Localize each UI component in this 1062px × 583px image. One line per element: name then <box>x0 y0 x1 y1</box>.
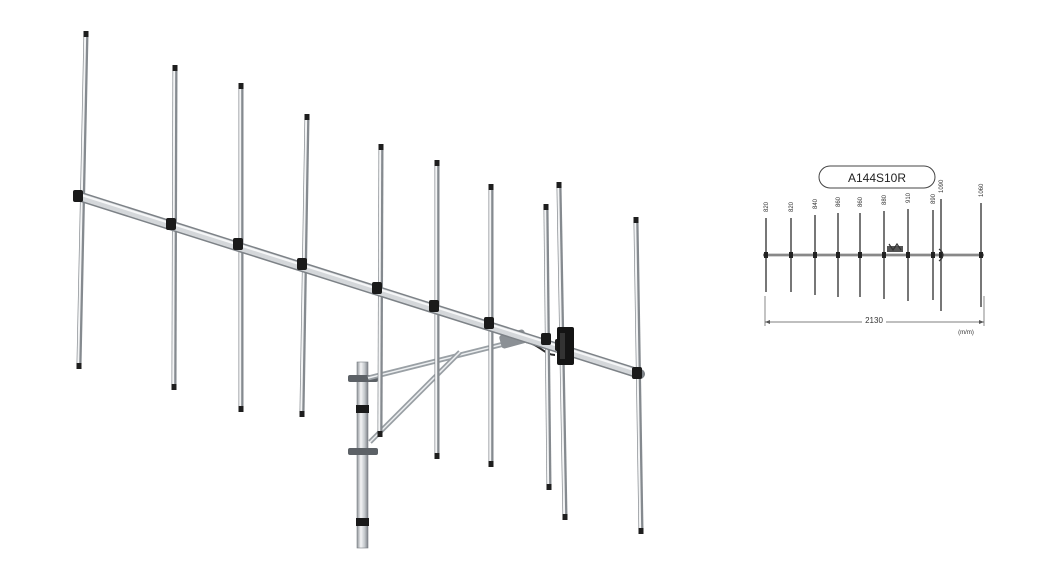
element-clamp <box>632 367 642 379</box>
element-end-cap <box>171 384 177 390</box>
boom-dimension: 2130 (m/m) <box>764 296 985 336</box>
element-length-label: 1060 <box>979 183 985 197</box>
feed-box <box>557 327 574 365</box>
element-end-cap <box>488 461 494 467</box>
element-end-cap <box>434 160 440 166</box>
schematic-clamp <box>906 252 910 258</box>
element-length-label: 1090 <box>939 179 945 193</box>
element-clamp <box>166 218 176 230</box>
element-end-cap <box>638 528 644 534</box>
element-clamps <box>73 190 642 379</box>
schematic-clamp <box>836 252 840 258</box>
element-end-cap <box>238 83 244 89</box>
element-length-label: 820 <box>764 201 770 212</box>
schematic-clamp <box>813 252 817 258</box>
element-end-cap <box>488 184 494 190</box>
model-label: A144S10R <box>848 171 906 185</box>
element-end-cap <box>546 484 552 490</box>
element-length-label: 910 <box>906 192 912 203</box>
schematic-clamp <box>882 252 886 258</box>
element-length-label: 860 <box>836 196 842 207</box>
element-length-label: 860 <box>858 196 864 207</box>
antenna-illustration <box>73 31 645 549</box>
element-end-cap <box>556 182 562 188</box>
support-bracket <box>367 329 556 444</box>
element-clamp <box>372 282 382 294</box>
element-length-label: 890 <box>931 193 937 204</box>
element-clamp <box>233 238 243 250</box>
element-end-cap <box>299 411 305 417</box>
schematic-clamp <box>858 252 862 258</box>
element-end-cap <box>238 406 244 412</box>
element-end-cap <box>172 65 178 71</box>
unit-label: (m/m) <box>958 330 974 336</box>
boom-length-label: 2130 <box>865 316 883 325</box>
schematic-clamp <box>764 252 768 258</box>
element-end-cap <box>633 217 639 223</box>
element-length-label: 820 <box>789 201 795 212</box>
model-label-box <box>818 165 936 189</box>
element-clamp <box>541 333 551 345</box>
element-length-label: 880 <box>882 194 888 205</box>
element-end-cap <box>377 431 383 437</box>
element-length-label: 840 <box>813 198 819 209</box>
schematic-clamp <box>789 252 793 258</box>
element-clamp <box>429 300 439 312</box>
schematic-clamp <box>979 252 983 258</box>
mast <box>348 361 378 549</box>
schematic-clamp <box>931 252 935 258</box>
schematic-mount <box>887 242 944 262</box>
schematic-clamp <box>939 252 943 258</box>
element-clamp <box>297 258 307 270</box>
element-end-cap <box>304 114 310 120</box>
element-clamp <box>484 317 494 329</box>
element-end-cap <box>562 514 568 520</box>
element-end-cap <box>83 31 89 37</box>
element-end-cap <box>543 204 549 210</box>
element-end-cap <box>434 453 440 459</box>
element-clamp <box>73 190 83 202</box>
element-end-cap <box>76 363 82 369</box>
element-end-cap <box>378 144 384 150</box>
